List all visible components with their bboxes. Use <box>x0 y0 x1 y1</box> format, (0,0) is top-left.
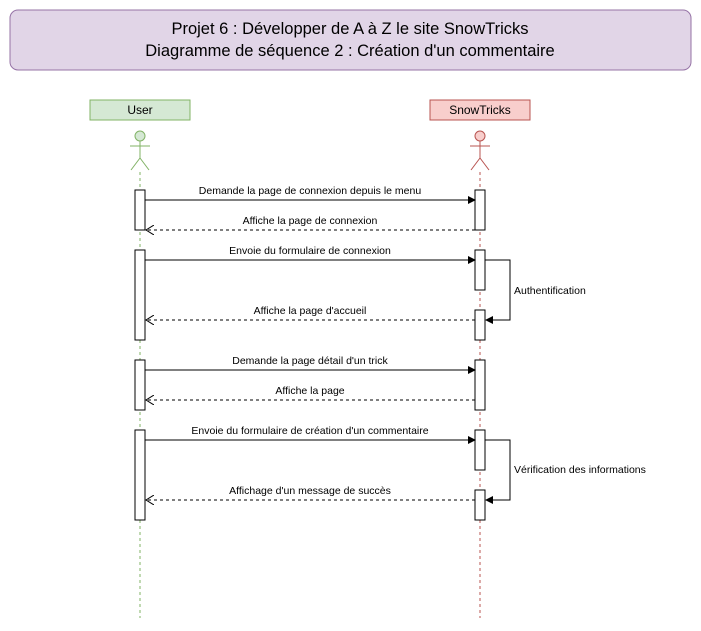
message-label: Demande la page détail d'un trick <box>232 355 388 367</box>
message-3: Envoie du formulaire de connexion <box>145 245 476 264</box>
user-activation-4 <box>134 429 146 521</box>
actor-snowtricks: SnowTricks <box>429 99 531 171</box>
snowtricks-stick-figure-icon <box>470 130 490 171</box>
snowtricks-activation-1 <box>474 189 486 231</box>
message-8: Affichage d'un message de succès <box>146 485 475 500</box>
actor-user: User <box>89 99 191 171</box>
title-line-1: Projet 6 : Développer de A à Z le site S… <box>171 20 528 38</box>
reply-label: Affiche la page d'accueil <box>254 305 367 317</box>
snowtricks-header-box <box>429 99 531 121</box>
snowtricks-activation-2 <box>474 249 486 291</box>
user-activation-3 <box>134 359 146 411</box>
reply-label: Affiche la page <box>275 385 344 397</box>
message-6: Affiche la page <box>146 385 475 400</box>
self-call-label: Authentification <box>514 285 586 297</box>
message-label: Envoie du formulaire de création d'un co… <box>191 425 428 437</box>
message-5: Demande la page détail d'un trick <box>145 355 476 374</box>
reply-label: Affiche la page de connexion <box>243 215 378 227</box>
message-2: Affiche la page de connexion <box>146 215 475 230</box>
user-stick-figure-icon <box>130 130 150 171</box>
snowtricks-activation-3 <box>474 359 486 411</box>
self-call-authentification: Authentification <box>485 259 586 324</box>
self-call-label: Vérification des informations <box>514 464 646 476</box>
message-4: Affiche la page d'accueil <box>146 305 475 320</box>
title-line-2: Diagramme de séquence 2 : Création d'un … <box>145 42 554 60</box>
user-header-box <box>89 99 191 121</box>
message-7: Envoie du formulaire de création d'un co… <box>145 425 476 444</box>
self-call-verification: Vérification des informations <box>485 439 646 504</box>
self-call-arrow <box>485 259 511 324</box>
snowtricks-activation-2b <box>474 309 486 341</box>
self-call-arrow <box>485 439 511 504</box>
title-box <box>9 9 692 71</box>
snowtricks-activation-4 <box>474 429 486 471</box>
user-activation-2 <box>134 249 146 341</box>
user-activation-1 <box>134 189 146 231</box>
diagram-title: Projet 6 : Développer de A à Z le site S… <box>9 9 692 71</box>
message-label: Envoie du formulaire de connexion <box>229 245 391 257</box>
message-1: Demande la page de connexion depuis le m… <box>145 185 476 204</box>
message-label: Demande la page de connexion depuis le m… <box>199 185 422 197</box>
snowtricks-activation-4b <box>474 489 486 521</box>
reply-label: Affichage d'un message de succès <box>229 485 391 497</box>
activation-bars <box>134 189 486 521</box>
user-header-label: User <box>127 103 152 117</box>
snowtricks-header-label: SnowTricks <box>449 103 511 117</box>
